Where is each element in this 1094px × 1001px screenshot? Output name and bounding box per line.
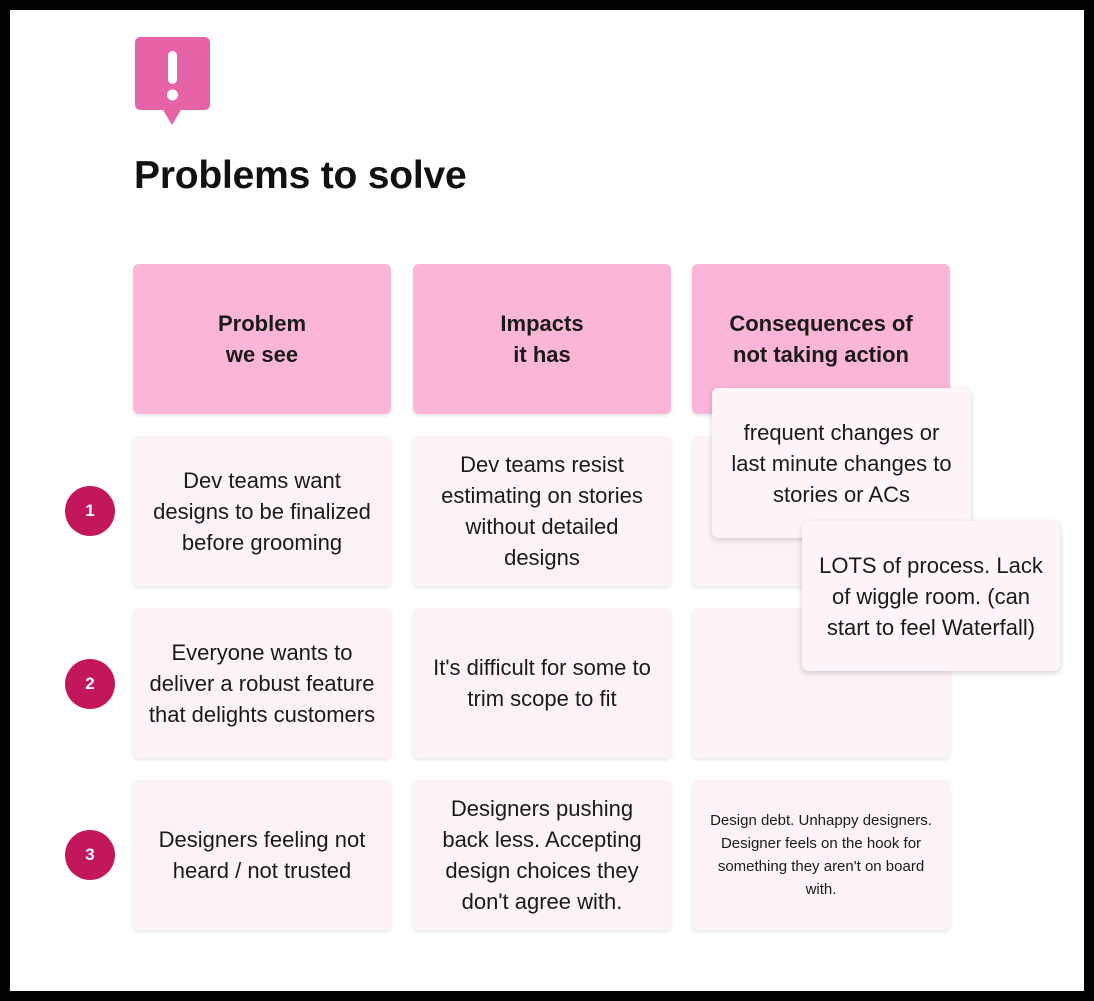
impact-card: Designers pushing back less. Accepting d… <box>413 780 671 930</box>
sticky-note[interactable]: LOTS of process. Lack of wiggle room. (c… <box>802 521 1060 671</box>
consequence-card: Design debt. Unhappy designers. Designer… <box>692 780 950 930</box>
problem-card: Dev teams want designs to be finalized b… <box>133 436 391 586</box>
problem-card: Everyone wants to deliver a robust featu… <box>133 608 391 758</box>
row-number-badge: 3 <box>65 830 115 880</box>
row-number-badge: 2 <box>65 659 115 709</box>
page-title: Problems to solve <box>134 154 467 197</box>
problem-card: Designers feeling not heard / not truste… <box>133 780 391 930</box>
impact-card: It's difficult for some to trim scope to… <box>413 608 671 758</box>
exclamation-speech-bubble-icon <box>135 37 210 125</box>
row-number-badge: 1 <box>65 486 115 536</box>
impact-card: Dev teams resist estimating on stories w… <box>413 436 671 586</box>
sticky-note[interactable]: frequent changes or last minute changes … <box>712 388 971 538</box>
